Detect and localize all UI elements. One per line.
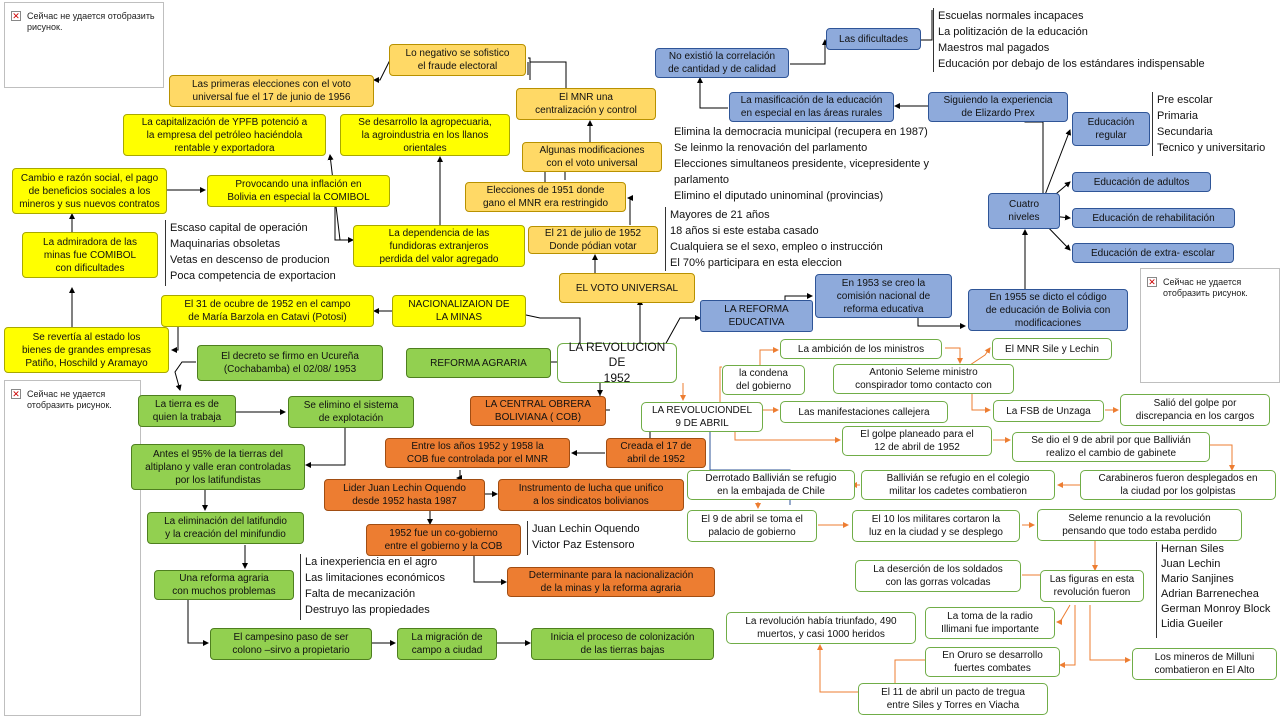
fsb-node: La FSB de Unzaga: [993, 400, 1104, 422]
eliminacion-latifundio-node: La eliminación del latifundio y la creac…: [147, 512, 304, 544]
fecha-nacionalizacion-node: El 31 de ocubre de 1952 en el campo de M…: [161, 295, 374, 327]
fecha-voto-node: El 21 de julio de 1952 Donde pódian vota…: [528, 226, 658, 254]
explotacion-node: Se elimino el sistema de explotación: [288, 396, 414, 428]
educacion-rehabilitacion-node: Educación de rehabilitación: [1072, 208, 1235, 228]
broken-image-top-left: ✕Сейчас не удается отобразить рисунок.: [4, 2, 164, 88]
salio-node: Salió del golpe por discrepancia en los …: [1120, 394, 1270, 426]
no-correlacion-node: No existió la correlación de cantidad y …: [655, 48, 789, 78]
revertia-node: Se revertía al estado los bienes de gran…: [4, 327, 169, 373]
derrotado-node: Derrotado Ballivián se refugio en la emb…: [687, 470, 855, 500]
reforma-educativa-node: LA REFORMA EDUCATIVA: [700, 300, 813, 332]
agropecuaria-node: Se desarrollo la agropecuaria, la agroin…: [340, 114, 510, 156]
figuras-list: Hernan Siles Juan Lechin Mario Sanjines …: [1156, 542, 1280, 638]
carabineros-node: Carabineros fueron desplegados en la ciu…: [1080, 470, 1276, 500]
creada-cob-node: Creada el 17 de abril de 1952: [606, 438, 706, 468]
diez-militares-node: El 10 los militares cortaron la luz en l…: [852, 510, 1020, 542]
seleme-node: Antonio Seleme ministro conspirador tomo…: [833, 364, 1014, 394]
mnr-siles-node: El MNR Sile y Lechin: [992, 338, 1112, 360]
oruro-node: En Oruro se desarrollo fuertes combates: [925, 647, 1060, 677]
lider-cob-node: Lider Juan Lechin Oquendo desde 1952 has…: [324, 479, 485, 511]
broken-image-left: ✕Сейчас не удается отобразить рисунок.: [4, 380, 141, 716]
dificultades-list: Escuelas normales incapaces La politizac…: [933, 8, 1233, 72]
condena-gobierno-node: la condena del gobierno: [722, 365, 805, 395]
broken-image-icon: ✕: [11, 389, 21, 399]
niveles-regular-list: Pre escolar Primaria Secundaria Tecnico …: [1152, 92, 1280, 156]
negativo-node: Lo negativo se sofistico el fraude elect…: [389, 44, 526, 76]
golpe-planeado-node: El golpe planeado para el 12 de abril de…: [842, 426, 992, 456]
tierra-node: La tierra es de quien la trabaja: [138, 395, 236, 427]
tregua-node: El 11 de abril un pacto de tregua entre …: [858, 683, 1048, 715]
controlada-mnr-node: Entre los años 1952 y 1958 la COB fue co…: [385, 438, 570, 468]
elizardo-node: Siguiendo la experiencia de Elizardo Pre…: [928, 92, 1068, 122]
problemas-agrarios-list: La inexperiencia en el agro Las limitaci…: [300, 554, 475, 620]
educacion-regular-node: Educación regular: [1072, 112, 1150, 146]
broken-image-right: ✕Сейчас не удается отобразить рисунок.: [1140, 268, 1280, 383]
latifundistas-node: Antes el 95% de la tierras del altiplano…: [131, 444, 305, 490]
dificultades-node: Las dificultades: [826, 28, 921, 50]
migracion-node: La migración de campo a ciudad: [397, 628, 497, 660]
determinante-node: Determinante para la nacionalización de …: [507, 567, 715, 597]
figuras-node: Las figuras en esta revolución fueron: [1040, 570, 1144, 602]
colegio-militar-node: Ballivián se refugio en el colegio milit…: [861, 470, 1055, 500]
seleme-renuncia-node: Seleme renuncio a la revolución pensando…: [1037, 509, 1242, 541]
cogobierno-list: Juan Lechin Oquendo Victor Paz Estensoro: [527, 521, 657, 555]
broken-image-icon: ✕: [11, 11, 21, 21]
elecciones-1951-node: Elecciones de 1951 donde gano el MNR era…: [465, 182, 626, 212]
center-node: LA REVOLUCION DE 1952: [557, 340, 677, 385]
voto-universal-node: EL VOTO UNIVERSAL: [559, 273, 695, 303]
cuatro-niveles-node: Cuatro niveles: [988, 193, 1060, 229]
problemas-mineros-list: Escaso capital de operación Maquinarias …: [165, 220, 360, 286]
broken-image-icon: ✕: [1147, 277, 1157, 287]
desercion-node: La deserción de los soldados con las gor…: [855, 560, 1021, 592]
campesino-node: El campesino paso de ser colono –sirvo a…: [210, 628, 372, 660]
educacion-adultos-node: Educación de adultos: [1072, 172, 1211, 192]
nacionalizacion-node: NACIONALIZAION DE LA MINAS: [392, 295, 526, 327]
primeras-elecciones-node: Las primeras elecciones con el voto univ…: [169, 75, 374, 107]
manifestaciones-node: Las manifestaciones callejera: [780, 401, 948, 423]
cogobierno-node: 1952 fue un co-gobierno entre el gobiern…: [366, 524, 521, 556]
ambicion-node: La ambición de los ministros: [780, 339, 942, 359]
masificacion-node: La masificación de la educación en espec…: [729, 92, 894, 122]
colonizacion-node: Inicia el proceso de colonización de las…: [531, 628, 714, 660]
instrumento-node: Instrumento de lucha que unifico a los s…: [498, 479, 684, 511]
muchos-problemas-node: Una reforma agraria con muchos problemas: [154, 570, 294, 600]
milluni-node: Los mineros de Milluni combatieron en El…: [1132, 648, 1277, 680]
inflacion-node: Provocando una inflación en Bolivia en e…: [207, 175, 390, 207]
capitalizacion-node: La capitalización de YPFB potenció a la …: [123, 114, 326, 156]
educacion-extra-escolar-node: Educación de extra- escolar: [1072, 243, 1234, 263]
modificaciones-node: Algunas modificaciones con el voto unive…: [522, 142, 662, 172]
comision-node: En 1953 se creo la comisión nacional de …: [815, 274, 952, 318]
triunfado-node: La revolución había triunfado, 490 muert…: [726, 612, 916, 644]
requisitos-voto-list: Mayores de 21 años 18 años si este estab…: [665, 207, 915, 271]
decreto-node: El decreto se firmo en Ucureña (Cochabam…: [197, 345, 383, 381]
nueve-abril-node: Se dio el 9 de abril por que Ballivián r…: [1012, 432, 1210, 462]
revolucion-abril-node: LA REVOLUCIONDEL 9 DE ABRIL: [641, 402, 763, 432]
radio-illimani-node: La toma de la radio Illimani fue importa…: [925, 607, 1055, 639]
codigo-educacion-node: En 1955 se dicto el código de educación …: [968, 289, 1128, 331]
dependencia-node: La dependencia de las fundidoras extranj…: [353, 225, 525, 267]
cambios-electorales-list: Elimina la democracia municipal (recuper…: [674, 126, 929, 202]
mnr-centralizacion-node: El MNR una centralización y control: [516, 88, 656, 120]
cambio-razon-node: Cambio e razón social, el pago de benefi…: [12, 168, 167, 214]
reforma-agraria-node: REFORMA AGRARIA: [406, 348, 551, 378]
admiradora-node: La admiradora de las minas fue COMIBOL c…: [22, 232, 158, 278]
cob-node: LA CENTRAL OBRERA BOLIVIANA ( COB): [470, 396, 606, 426]
toma-palacio-node: El 9 de abril se toma el palacio de gobi…: [687, 510, 817, 542]
